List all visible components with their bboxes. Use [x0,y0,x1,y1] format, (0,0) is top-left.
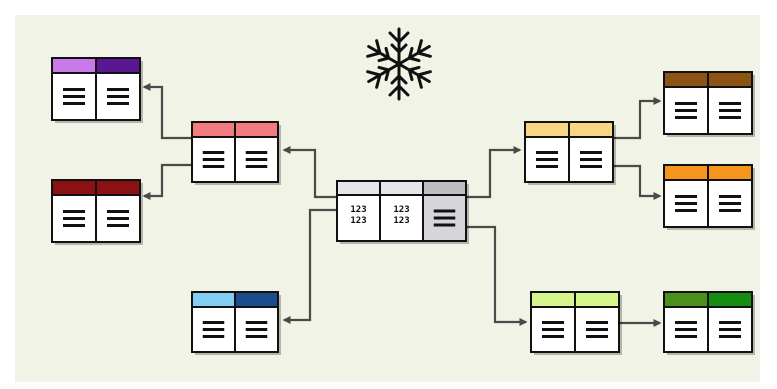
numeric-column-label: 123 [393,216,409,226]
table-header-1 [336,180,381,196]
column-lines-icon [542,321,564,338]
numeric-column-label: 123 [393,205,409,215]
column-lines-icon [107,88,129,105]
snowflake-icon [366,27,432,101]
table-header-right [234,121,279,138]
table-dim-yellow [524,121,616,185]
table-header-right [95,57,141,74]
column-lines-icon [719,195,741,212]
column-lines-icon [202,151,225,168]
table-header-left [191,291,236,308]
table-dim-green [663,291,755,355]
column-lines-icon [719,102,741,119]
table-header-right [574,291,620,308]
connector-yellow-to-brown [612,97,662,140]
table-header-2 [379,180,424,196]
table-dim-orange [663,164,755,230]
table-dim-brown [663,71,755,137]
table-header-right [568,121,614,138]
connectors [142,83,662,327]
table-header-right [95,179,141,196]
table-dim-lime [530,291,622,355]
column-lines-icon [675,321,697,338]
table-header-right [707,291,753,308]
column-lines-icon [536,151,558,168]
numeric-column-label: 123 [350,216,366,226]
column-lines-icon [719,321,741,338]
table-header-left [663,164,709,181]
table-header-left [663,71,709,88]
table-header-left [51,179,97,196]
connector-center-to-blue [282,208,337,324]
column-lines-icon [675,195,697,212]
table-header-right [707,71,753,88]
table-header-left [524,121,570,138]
column-lines-icon [202,321,225,338]
table-dim-blue [191,291,281,355]
column-lines-icon [107,210,129,227]
table-header-3 [422,180,467,196]
table-header-left [51,57,97,74]
column-lines-icon [245,151,268,168]
connector-salmon-to-maroon [142,163,192,200]
table-header-left [191,121,236,138]
table-header-left [530,291,576,308]
column-lines-icon [433,209,456,227]
table-header-left [663,291,709,308]
column-lines-icon [580,151,602,168]
connector-center-to-salmon [282,146,337,199]
connector-center-to-lime [466,225,528,326]
column-lines-icon [63,88,85,105]
numeric-column-label: 123 [350,205,366,215]
column-lines-icon [586,321,608,338]
column-lines-icon [675,102,697,119]
table-dim-salmon [191,121,281,185]
table-dim-purple [51,57,143,123]
column-lines-icon [63,210,85,227]
column-lines-icon [245,321,268,338]
table-header-right [707,164,753,181]
table-dim-maroon [51,179,143,245]
connector-salmon-to-purple [142,83,192,140]
connector-yellow-to-orange [612,164,662,200]
table-header-right [234,291,279,308]
connector-center-to-yellow [466,146,522,199]
